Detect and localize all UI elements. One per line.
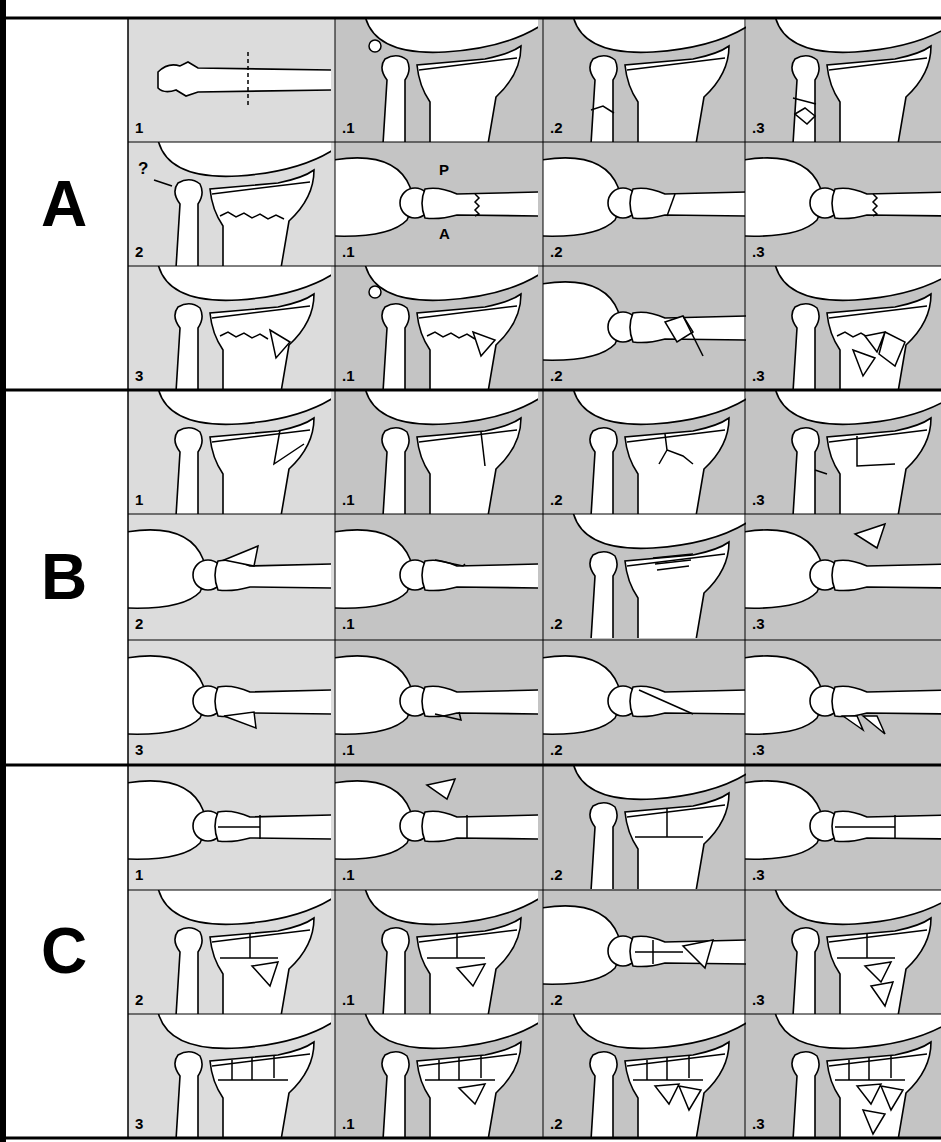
subgroup-number: 1 (135, 492, 143, 507)
subgroup-number: .1 (342, 492, 355, 507)
subgroup-number: .3 (752, 1116, 765, 1131)
subgroup-number: .2 (550, 492, 563, 507)
subgroup-number: .2 (550, 244, 563, 259)
subgroup-number: .3 (752, 368, 765, 383)
subgroup-number: .3 (752, 867, 765, 882)
subgroup-number: .2 (550, 120, 563, 135)
subgroup-number: .3 (752, 492, 765, 507)
subgroup-number: 3 (135, 742, 143, 757)
group-letter: B (41, 545, 87, 609)
subgroup-number: 2 (135, 616, 143, 631)
subgroup-number: .2 (550, 368, 563, 383)
subgroup-number: 3 (135, 368, 143, 383)
subgroup-number: .2 (550, 616, 563, 631)
subgroup-number: .1 (342, 120, 355, 135)
subgroup-number: .1 (342, 244, 355, 259)
subgroup-number: .3 (752, 992, 765, 1007)
question-mark: ? (138, 160, 148, 177)
subgroup-number: 2 (135, 244, 143, 259)
subgroup-number: .3 (752, 244, 765, 259)
view-marker: A (439, 226, 450, 241)
subgroup-number: .3 (752, 616, 765, 631)
view-marker: P (439, 162, 449, 177)
group-letter: C (41, 919, 87, 983)
subgroup-number: .1 (342, 867, 355, 882)
subgroup-number: .1 (342, 1116, 355, 1131)
subgroup-number: 3 (135, 1116, 143, 1131)
subgroup-number: 2 (135, 992, 143, 1007)
subgroup-number: .2 (550, 992, 563, 1007)
subgroup-number: .2 (550, 1116, 563, 1131)
subgroup-number: 1 (135, 120, 143, 135)
subgroup-number: .1 (342, 368, 355, 383)
subgroup-number: .1 (342, 742, 355, 757)
subgroup-number: .2 (550, 742, 563, 757)
subgroup-number: .2 (550, 867, 563, 882)
subgroup-number: 1 (135, 867, 143, 882)
subgroup-number: .1 (342, 616, 355, 631)
subgroup-number: .1 (342, 992, 355, 1007)
group-letter: A (41, 172, 87, 236)
subgroup-number: .3 (752, 742, 765, 757)
subgroup-number: .3 (752, 120, 765, 135)
